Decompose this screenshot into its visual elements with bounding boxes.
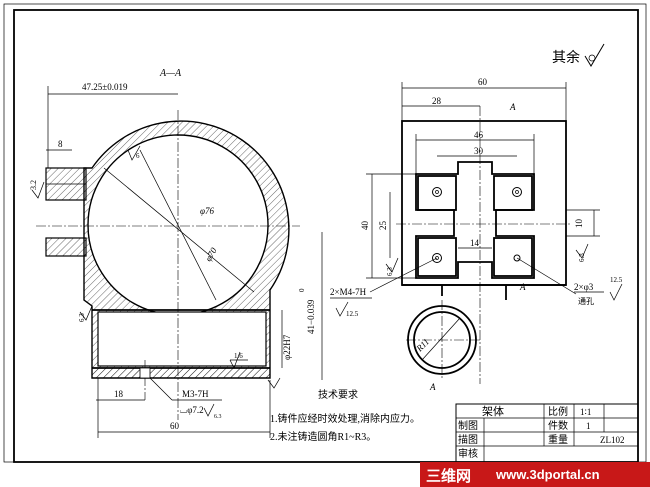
hole-tr-icon [512,187,522,197]
tb-traced: 描图 [458,433,478,446]
title-block: 架体 比例 1∶1 制图 件数 1 描图 重量 ZL102 审核 [455,403,639,463]
dim-height: 41−0.039 [306,299,316,334]
roughness-symbol-icon [584,43,605,67]
dim-tab-width: 8 [58,139,63,149]
dim-w30: 30 [474,146,484,156]
roughness-note: 其余 [552,49,580,66]
section-a-top: A [509,102,516,112]
hole-br-icon [513,254,521,262]
cross-pocket [415,161,535,279]
notes-item-1: 1.铸件应经时效处理,消除内应力。 [270,412,420,425]
watermark-url: www.3dportal.cn [496,467,600,482]
tb-drawn: 制图 [458,419,478,432]
dim-h25: 25 [378,221,388,231]
left-tab-lower [45,237,87,257]
watermark-banner[interactable]: 三维网 www.3dportal.cn [420,462,650,487]
dim-height-zero: 0 [298,288,306,292]
dim-w46: 46 [474,130,484,140]
dim-thread-right: 2×M4-7H [330,287,367,297]
dim-h40: 40 [360,221,370,231]
dim-width: 60 [478,77,488,87]
tb-qty-label: 件数 [548,419,568,432]
rough-125-right: 12.5 [346,310,359,318]
left-section-view: A—A φ76 φ70 47.25±0.019 8 3.2 6 [29,68,323,438]
dim-bore: φ22H7 [282,334,292,360]
notes-item-2: 2.未注铸造圆角R1~R3。 [270,430,376,443]
rough-125-holes: 12.5 [610,276,623,284]
right-plan-view: R11 60 28 A 46 30 40 25 14 10 [330,77,623,392]
rough-6: 6 [136,152,140,160]
rough-16: 1.6 [234,352,243,360]
section-a-bottom: A [429,382,436,392]
tb-scale-label: 比例 [548,405,568,418]
tb-drawing-no: ZL102 [600,435,625,445]
hole-bl-icon [432,253,442,263]
tb-weight-label: 重量 [548,433,568,446]
dim-through: 通孔 [578,296,594,306]
watermark-brand: 三维网 [426,468,472,485]
dim-holes: 2×φ3 [574,282,594,292]
dim-thread: M3-7H [182,389,209,399]
rough-63-right-left: 6.3 [386,267,394,276]
dim-w28: 28 [432,96,442,106]
dim-tab-height: 3.2 [29,180,38,190]
rough-63-left: 6.3 [78,313,86,322]
tb-checked: 审核 [458,447,478,460]
rough-63-cbore: 6.3 [214,414,222,420]
tb-part-name: 架体 [482,404,504,418]
dim-width-total: 60 [170,421,180,431]
dim-w14: 14 [470,238,480,248]
dim-dia-inner: φ70 [203,245,219,263]
notes-heading: 技术要求 [318,388,358,401]
dim-base-left: 18 [114,389,124,399]
dim-cbore: ⌴φ7.2 [180,405,204,415]
lower-boss [441,285,507,300]
dim-top-offset: 47.25±0.019 [82,82,128,92]
dim-dia-outer: φ76 [200,206,214,216]
plate-outline [401,120,567,286]
section-label: A—A [159,68,182,79]
hole-tl-icon [432,187,442,197]
section-a-side: A [519,282,526,292]
tb-qty-value: 1 [586,421,591,431]
base-strip [91,367,271,379]
dim-h10: 10 [574,219,584,229]
technical-notes: 技术要求 1.铸件应经时效处理,消除内应力。 2.未注铸造圆角R1~R3。 [270,388,420,443]
tb-scale-value: 1∶1 [580,407,591,417]
inner-border [13,9,639,463]
base-thread-hole [139,367,151,379]
